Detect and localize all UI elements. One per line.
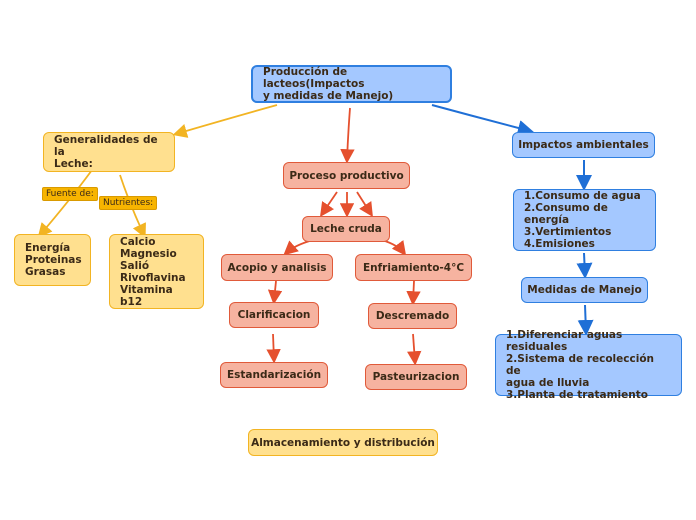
link-root-impacts — [431, 104, 534, 136]
measures-list-label: 1.Diferenciar aguas residuales 2.Sistema… — [506, 329, 655, 401]
standardization-node[interactable]: Estandarización — [220, 362, 328, 388]
storage-node[interactable]: Almacenamiento y distribución — [248, 429, 438, 456]
raw-milk-node[interactable]: Leche cruda — [302, 216, 390, 242]
link-general-sources — [37, 169, 93, 238]
clarification-node[interactable]: Clarificacion — [229, 302, 319, 328]
pasteurization-label: Pasteurizacion — [372, 371, 460, 383]
process-label: Proceso productivo — [289, 169, 404, 182]
impacts-node[interactable]: Impactos ambientales — [512, 132, 655, 158]
cooling-node[interactable]: Enfriamiento-4°C — [355, 254, 472, 281]
link-root-general — [172, 104, 278, 138]
skimming-node[interactable]: Descremado — [368, 303, 457, 329]
nutrients-label: Calcio Magnesio Salió Rivoflavina Vitami… — [120, 235, 186, 308]
measures-node[interactable]: Medidas de Manejo — [521, 277, 648, 303]
collection-label: Acopio y analisis — [227, 261, 327, 274]
root-node[interactable]: Producción de lacteos(Impactos y medidas… — [251, 65, 452, 103]
general-label: Generalidades de la Leche: — [54, 134, 158, 170]
link-root-process — [340, 107, 355, 164]
cooling-label: Enfriamiento-4°C — [362, 261, 465, 274]
process-node[interactable]: Proceso productivo — [283, 162, 410, 189]
nutrients-node[interactable]: Calcio Magnesio Salió Rivoflavina Vitami… — [109, 234, 204, 309]
impacts-list-label: 1.Consumo de agua 2.Consumo de energía 3… — [524, 190, 641, 250]
impacts-label: Impactos ambientales — [518, 139, 649, 151]
clarification-label: Clarificacion — [237, 309, 311, 321]
tag-source: Fuente de: — [42, 187, 98, 201]
impacts-list-node[interactable]: 1.Consumo de agua 2.Consumo de energía 3… — [513, 189, 656, 251]
storage-label: Almacenamiento y distribución — [251, 436, 435, 449]
sources-node[interactable]: Energía Proteinas Grasas — [14, 234, 91, 286]
sources-label: Energía Proteinas Grasas — [25, 242, 82, 278]
measures-list-node[interactable]: 1.Diferenciar aguas residuales 2.Sistema… — [495, 329, 682, 401]
raw-milk-label: Leche cruda — [310, 223, 382, 235]
collection-node[interactable]: Acopio y analisis — [221, 254, 333, 281]
standardization-label: Estandarización — [226, 369, 322, 381]
measures-label: Medidas de Manejo — [527, 284, 642, 296]
pasteurization-node[interactable]: Pasteurizacion — [365, 364, 467, 390]
root-label: Producción de lacteos(Impactos y medidas… — [263, 66, 394, 102]
tag-nutrients: Nutrientes: — [99, 196, 158, 210]
skimming-label: Descremado — [375, 310, 450, 322]
general-node[interactable]: Generalidades de la Leche: — [43, 132, 175, 172]
